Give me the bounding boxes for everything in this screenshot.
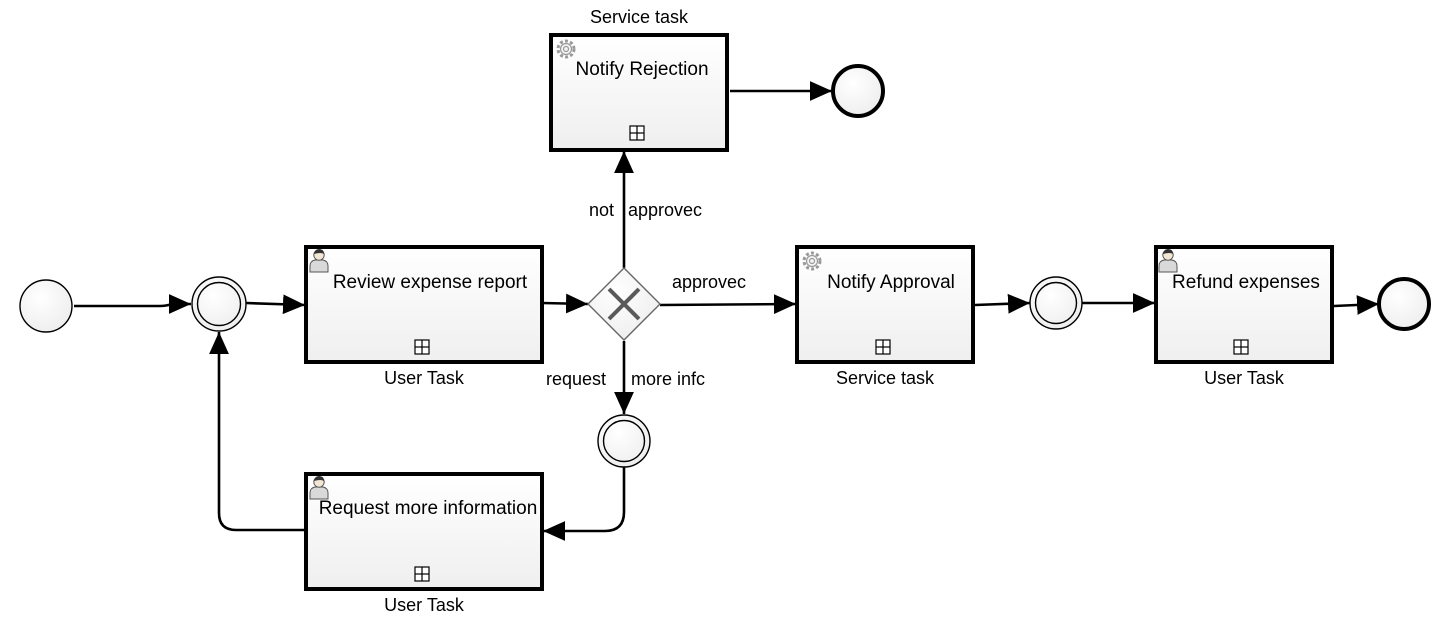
edge-label-more-info: more infc [631,369,705,389]
flow-event-to-request-info[interactable] [543,467,626,541]
task-notify-rejection[interactable]: Notify Rejection [549,33,729,152]
task-type-caption: Service task [836,368,935,388]
task-type-caption: User Task [384,368,465,388]
task-type-caption: Service task [590,7,689,27]
edge-label-approved-rejection: approvec [628,200,702,220]
end-event-rejection[interactable] [831,64,885,118]
intermediate-event-after-approval[interactable] [1029,276,1083,330]
edge-label-not: not [589,200,614,220]
task-request-more-information[interactable]: Request more information [304,472,544,591]
task-type-caption: User Task [384,595,465,615]
task-review-expense-report[interactable]: Review expense report [304,245,544,364]
flow-merge-to-review[interactable] [245,294,306,315]
exclusive-gateway[interactable] [587,267,661,341]
flow-gateway-to-notify-approval[interactable] [659,294,797,315]
task-label: Notify Approval [827,272,955,293]
expand-marker-icon[interactable] [875,339,891,355]
intermediate-event-merge[interactable] [191,276,247,332]
intermediate-event-request-info[interactable] [597,414,651,468]
task-label: Review expense report [333,272,528,293]
flow-request-info-to-merge[interactable] [209,332,305,532]
expand-marker-icon[interactable] [414,339,430,355]
task-refund-expenses[interactable]: Refund expenses [1154,245,1334,364]
start-event[interactable] [19,279,73,333]
flow-refund-to-end[interactable] [1333,295,1380,315]
close-x-icon [607,287,641,321]
task-notify-approval[interactable]: Notify Approval [795,245,975,364]
edge-label-request: request [546,369,606,389]
expand-marker-icon[interactable] [1233,339,1249,355]
task-label: Request more information [319,498,538,519]
sequence-flows [74,81,1380,541]
flow-review-to-gateway[interactable] [541,293,589,314]
task-label: Refund expenses [1172,272,1320,293]
edge-label-approved: approvec [672,272,746,292]
flow-approval-to-event[interactable] [974,293,1031,314]
task-label: Notify Rejection [575,59,708,80]
expand-marker-icon[interactable] [414,566,430,582]
task-type-caption: User Task [1204,368,1285,388]
end-event-refund[interactable] [1377,277,1431,331]
expand-marker-icon[interactable] [629,125,645,141]
flow-start-to-merge[interactable] [74,294,191,314]
